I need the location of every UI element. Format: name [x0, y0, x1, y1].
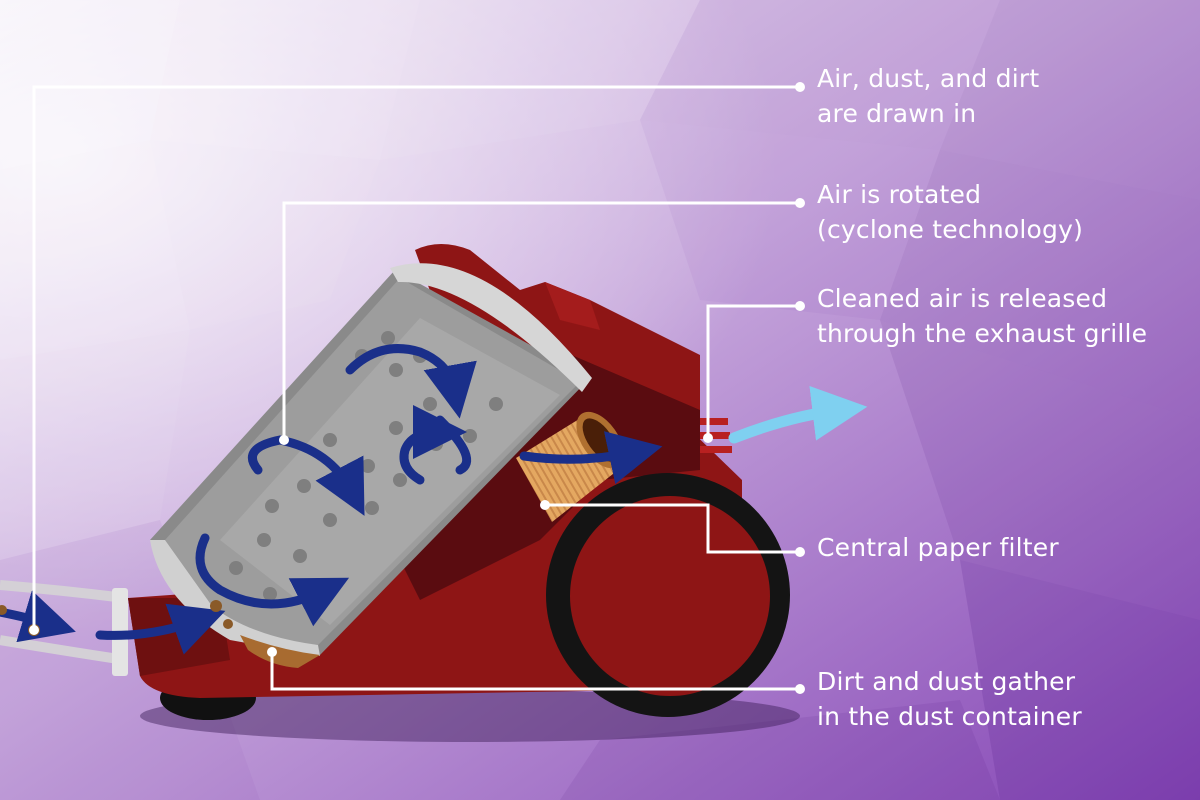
label-filter-line1: Central paper filter [817, 533, 1059, 562]
leader-cyclone [282, 201, 800, 440]
label-exhaust-line1: Cleaned air is released [817, 284, 1108, 313]
label-cyclone-line2: (cyclone technology) [817, 215, 1084, 244]
label-container: Dirt and dust gather in the dust contain… [817, 664, 1082, 734]
label-intake-line1: Air, dust, and dirt [817, 64, 1040, 93]
label-container-line2: in the dust container [817, 702, 1082, 731]
label-filter: Central paper filter [817, 530, 1059, 565]
front-wheel [546, 473, 790, 717]
label-cyclone-line1: Air is rotated [817, 180, 982, 209]
label-exhaust-line2: through the exhaust grille [817, 319, 1148, 348]
leader-exhaust [706, 304, 800, 438]
exhaust-arrow [728, 385, 868, 444]
label-container-line1: Dirt and dust gather [817, 667, 1076, 696]
leader-intake [32, 85, 800, 630]
leader-container [270, 652, 800, 691]
label-cyclone: Air is rotated (cyclone technology) [817, 177, 1083, 247]
label-intake-line2: are drawn in [817, 99, 977, 128]
label-exhaust: Cleaned air is released through the exha… [817, 281, 1147, 351]
leader-filter [545, 503, 800, 554]
leader-lines [29, 82, 805, 694]
label-intake: Air, dust, and dirt are drawn in [817, 61, 1039, 131]
